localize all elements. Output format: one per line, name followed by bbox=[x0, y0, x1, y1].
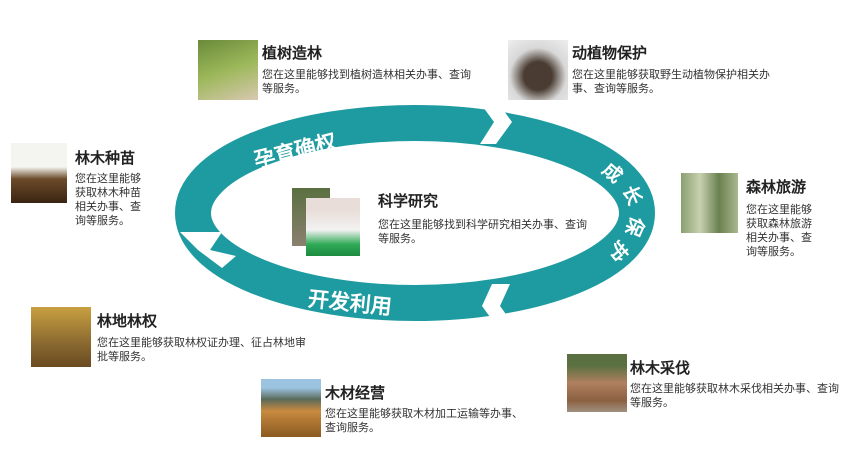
item-title[interactable]: 动植物保护 bbox=[572, 44, 648, 62]
seedling-image bbox=[11, 143, 67, 203]
item-desc: 您在这里能够找到科学研究相关办事、查询等服务。 bbox=[378, 218, 587, 245]
item-desc: 您在这里能够获取森林旅游相关办事、查询等服务。 bbox=[746, 203, 812, 258]
item-desc: 您在这里能够获取林木采伐相关办事、查询等服务。 bbox=[630, 382, 839, 409]
item-title[interactable]: 林木种苗 bbox=[75, 149, 136, 167]
item-title[interactable]: 植树造林 bbox=[262, 44, 323, 62]
logging-image bbox=[567, 354, 627, 412]
item-title[interactable]: 森林旅游 bbox=[746, 178, 807, 196]
item-desc: 您在这里能够获取林权证办理、征占林地审批等服务。 bbox=[97, 336, 306, 363]
item-desc: 您在这里能够获取林木种苗相关办事、查询等服务。 bbox=[75, 172, 141, 227]
forest-tourism-image bbox=[681, 173, 738, 233]
item-desc: 您在这里能够获取木材加工运输等办事、查询服务。 bbox=[325, 407, 523, 434]
wildlife-image bbox=[508, 40, 568, 100]
item-desc: 您在这里能够找到植树造林相关办事、查询等服务。 bbox=[262, 68, 471, 95]
forest-land-image bbox=[31, 307, 91, 367]
research-image bbox=[306, 198, 360, 256]
item-title[interactable]: 林地林权 bbox=[97, 312, 158, 330]
item-title[interactable]: 林木采伐 bbox=[630, 359, 691, 377]
afforestation-image bbox=[198, 40, 258, 100]
item-desc: 您在这里能够获取野生动植物保护相关办事、查询等服务。 bbox=[572, 68, 770, 95]
arrow-notch-bottom bbox=[482, 284, 516, 328]
ring-band bbox=[175, 105, 655, 321]
item-title[interactable]: 木材经营 bbox=[325, 384, 386, 402]
timber-image bbox=[261, 379, 321, 437]
item-title[interactable]: 科学研究 bbox=[378, 192, 439, 210]
arrow-notch-top bbox=[478, 100, 512, 144]
arrow-notch-left bbox=[180, 232, 236, 268]
